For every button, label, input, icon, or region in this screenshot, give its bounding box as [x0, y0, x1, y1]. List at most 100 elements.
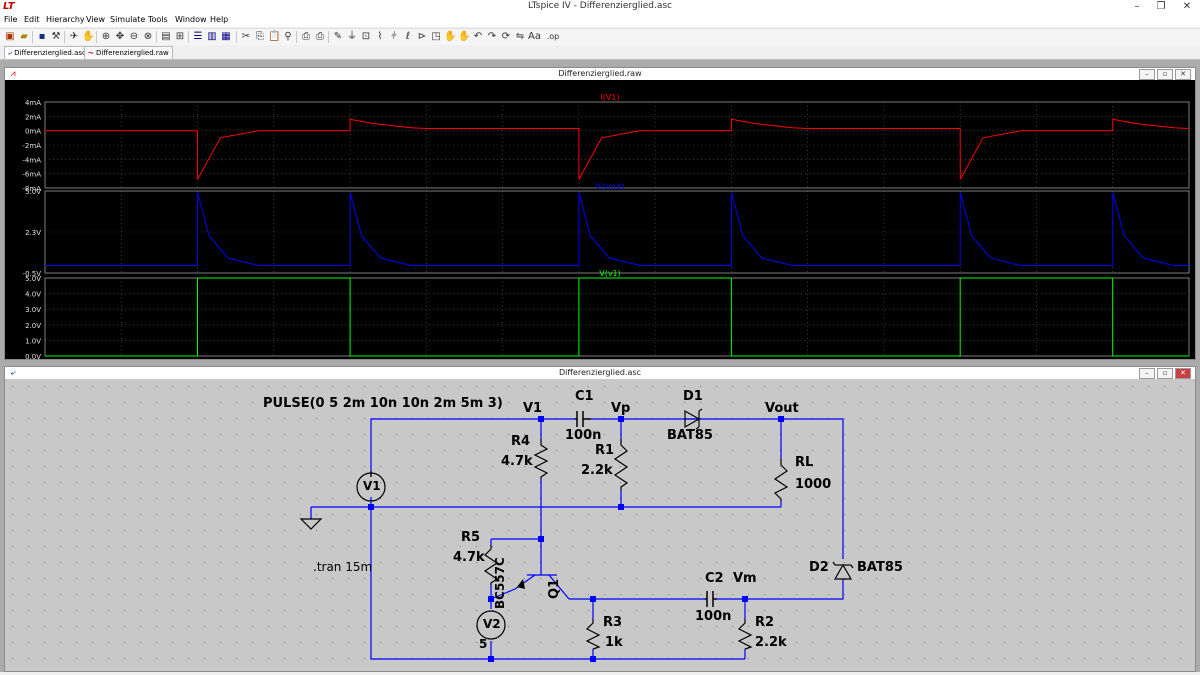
- ground-icon[interactable]: ⏚: [347, 31, 357, 42]
- r1-name[interactable]: R1: [595, 443, 615, 458]
- y-tick-label: 3.0V: [25, 306, 41, 314]
- redo-icon[interactable]: ↷: [487, 31, 497, 42]
- save-icon[interactable]: ▪: [38, 31, 46, 42]
- undo-icon[interactable]: ↶: [473, 31, 483, 42]
- print-icon[interactable]: ⎙: [316, 31, 324, 42]
- diode-icon[interactable]: ⊳: [417, 31, 427, 42]
- tile-horizontal-icon[interactable]: ☰: [193, 31, 203, 42]
- d2-name[interactable]: D2: [809, 560, 829, 575]
- paste-icon[interactable]: 📋: [268, 31, 281, 42]
- open-folder-icon[interactable]: ▰: [20, 31, 28, 42]
- cascade-icon[interactable]: ▦: [221, 31, 231, 42]
- r5-value[interactable]: 4.7k: [453, 550, 485, 565]
- menu-simulate[interactable]: Simulate: [110, 15, 146, 24]
- print-preview-icon[interactable]: ⎙: [302, 31, 310, 42]
- r2-name[interactable]: R2: [755, 615, 775, 630]
- y-tick-label: -6mA: [22, 171, 41, 179]
- menu-tools[interactable]: Tools: [148, 15, 168, 24]
- net-label-vout[interactable]: Vout: [765, 401, 799, 416]
- waveform-minimize-button[interactable]: –: [1139, 69, 1155, 80]
- q1-value[interactable]: BC557C: [493, 557, 507, 609]
- rl-value[interactable]: 1000: [795, 477, 832, 492]
- r5-name[interactable]: R5: [461, 530, 481, 545]
- restore-button[interactable]: ❐: [1156, 1, 1166, 12]
- tab-schematic[interactable]: ⤶ Differenzierglied.asc: [4, 46, 90, 59]
- tab-waveform[interactable]: ⏦ Differenzierglied.raw: [84, 46, 173, 59]
- menu-help[interactable]: Help: [210, 15, 229, 24]
- pan-icon[interactable]: ✥: [115, 31, 125, 42]
- find-icon[interactable]: ⚲: [284, 31, 292, 42]
- d1-value[interactable]: BAT85: [667, 428, 713, 443]
- schematic-canvas[interactable]: PULSE(0 5 2m 10n 10n 2m 5m 3) .tran 15m …: [5, 379, 1195, 671]
- c1-value[interactable]: 100n: [565, 428, 602, 443]
- c2-name[interactable]: C2: [705, 571, 724, 586]
- y-tick-label: 4.0V: [25, 291, 41, 299]
- cut-icon[interactable]: ✂: [241, 31, 251, 42]
- halt-icon[interactable]: ✋: [82, 31, 95, 42]
- run-icon[interactable]: ✈: [69, 31, 79, 42]
- schematic-minimize-button[interactable]: –: [1139, 368, 1155, 379]
- tran-directive[interactable]: .tran 15m: [313, 560, 373, 574]
- net-label-vp[interactable]: Vp: [611, 401, 631, 416]
- mirror-icon[interactable]: ⇋: [515, 31, 525, 42]
- d1-name[interactable]: D1: [683, 389, 703, 404]
- text-button[interactable]: Aa: [528, 31, 541, 42]
- schematic-close-button[interactable]: ✕: [1175, 368, 1191, 379]
- minimize-button[interactable]: –: [1134, 1, 1140, 12]
- capacitor-icon[interactable]: ⫩: [391, 31, 397, 42]
- schematic-drawing[interactable]: [5, 379, 1195, 671]
- component-icon[interactable]: ◳: [431, 31, 441, 42]
- r1-value[interactable]: 2.2k: [581, 463, 613, 478]
- rotate-icon[interactable]: ⟳: [501, 31, 511, 42]
- cursor-icon[interactable]: ⊞: [175, 31, 185, 42]
- schematic-restore-button[interactable]: ▫: [1157, 368, 1173, 379]
- label-net-icon[interactable]: ⊡: [361, 31, 371, 42]
- ltspice-app-icon[interactable]: LT: [3, 1, 15, 12]
- new-schematic-icon[interactable]: ▣: [5, 31, 15, 42]
- inductor-icon[interactable]: ℓ: [405, 31, 411, 42]
- move-icon[interactable]: ✋: [444, 31, 457, 42]
- c2-value[interactable]: 100n: [695, 609, 732, 624]
- zoom-out-icon[interactable]: ⊖: [129, 31, 139, 42]
- r3-name[interactable]: R3: [603, 615, 623, 630]
- y-tick-label: 5.0V: [25, 275, 41, 283]
- trace-title: I(V1): [600, 93, 619, 102]
- waveform-restore-button[interactable]: ▫: [1157, 69, 1173, 80]
- close-button[interactable]: ✕: [1182, 1, 1192, 12]
- menu-window[interactable]: Window: [175, 15, 207, 24]
- rl-name[interactable]: RL: [795, 455, 814, 470]
- r3-value[interactable]: 1k: [605, 635, 623, 650]
- r4-name[interactable]: R4: [511, 434, 531, 449]
- wire-icon[interactable]: ✎: [333, 31, 343, 42]
- d2-value[interactable]: BAT85: [857, 560, 903, 575]
- waveform-plots[interactable]: 4mA2mA0mA-2mA-4mA-6mA-8mAI(V1)5.0V2.3V-0…: [5, 80, 1195, 367]
- menu-view[interactable]: View: [86, 15, 105, 24]
- menu-hierarchy[interactable]: Hierarchy: [46, 15, 85, 24]
- v2-value[interactable]: 5: [479, 637, 488, 651]
- waveform-close-button[interactable]: ✕: [1175, 69, 1191, 80]
- drag-icon[interactable]: ✋: [458, 31, 471, 42]
- zoom-in-icon[interactable]: ⊕: [101, 31, 111, 42]
- zoom-fit-icon[interactable]: ⊗: [143, 31, 153, 42]
- net-label-vm[interactable]: Vm: [733, 571, 757, 586]
- menu-edit[interactable]: Edit: [24, 15, 40, 24]
- schematic-window[interactable]: ⤶ Differenzierglied.asc – ▫ ✕: [4, 366, 1196, 672]
- spice-directive-button[interactable]: .op: [546, 32, 560, 41]
- autorange-icon[interactable]: ▤: [161, 31, 171, 42]
- tile-vertical-icon[interactable]: ▥: [207, 31, 217, 42]
- menu-file[interactable]: File: [4, 15, 18, 24]
- r2-value[interactable]: 2.2k: [755, 635, 787, 650]
- v2-name[interactable]: V2: [483, 617, 501, 631]
- r1-symbol: [613, 439, 629, 491]
- copy-icon[interactable]: ⎘: [256, 31, 264, 42]
- v1-name[interactable]: V1: [363, 479, 381, 493]
- control-panel-icon[interactable]: ⚒: [51, 31, 61, 42]
- resistor-icon[interactable]: ⌇: [377, 31, 383, 42]
- pulse-directive[interactable]: PULSE(0 5 2m 10n 10n 2m 5m 3): [263, 396, 503, 411]
- net-label-v1[interactable]: V1: [523, 401, 543, 416]
- q1-name[interactable]: Q1: [547, 578, 562, 599]
- c1-name[interactable]: C1: [575, 389, 594, 404]
- r4-value[interactable]: 4.7k: [501, 454, 533, 469]
